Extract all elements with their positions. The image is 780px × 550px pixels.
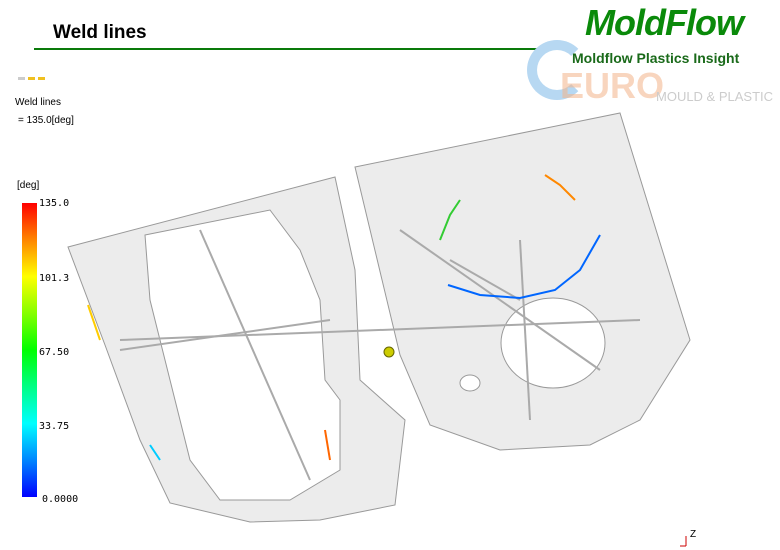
watermark-subtext: MOULD & PLASTIC <box>656 89 774 104</box>
brand-logo: MoldFlow <box>585 2 744 43</box>
toolbar-icon[interactable] <box>38 77 45 80</box>
legend-tick: 101.3 <box>39 273 70 284</box>
page-title: Weld lines <box>53 22 147 43</box>
axis-label-z: Z <box>690 529 697 540</box>
legend-tick: 135.0 <box>39 198 70 209</box>
legend-tick: 67.50 <box>39 347 70 358</box>
axis-triad-icon <box>680 536 687 547</box>
legend-tick: 0.0000 <box>42 494 79 505</box>
result-name: Weld lines <box>15 97 61 108</box>
injection-point-icon <box>383 346 395 358</box>
watermark-text: EURO <box>560 65 665 106</box>
result-value: = 135.0[deg] <box>18 115 74 126</box>
watermark-logo-icon <box>527 40 587 100</box>
color-scale-bar <box>22 203 37 497</box>
legend-unit: [deg] <box>17 180 40 191</box>
toolbar-icon[interactable] <box>18 77 25 80</box>
legend-tick: 33.75 <box>39 421 70 432</box>
runner-lines <box>119 229 641 481</box>
brand-subtitle: Moldflow Plastics Insight <box>572 50 740 66</box>
toolbar-icon[interactable] <box>28 77 35 80</box>
title-underline <box>34 48 574 50</box>
weld-lines <box>87 174 601 461</box>
left-part <box>67 176 406 523</box>
